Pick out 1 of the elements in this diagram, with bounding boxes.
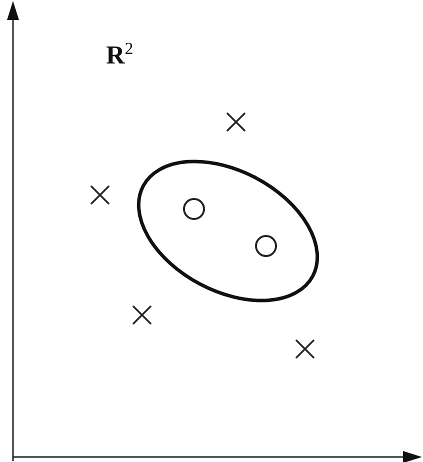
space-label: R$^{2}$ bbox=[106, 40, 134, 69]
